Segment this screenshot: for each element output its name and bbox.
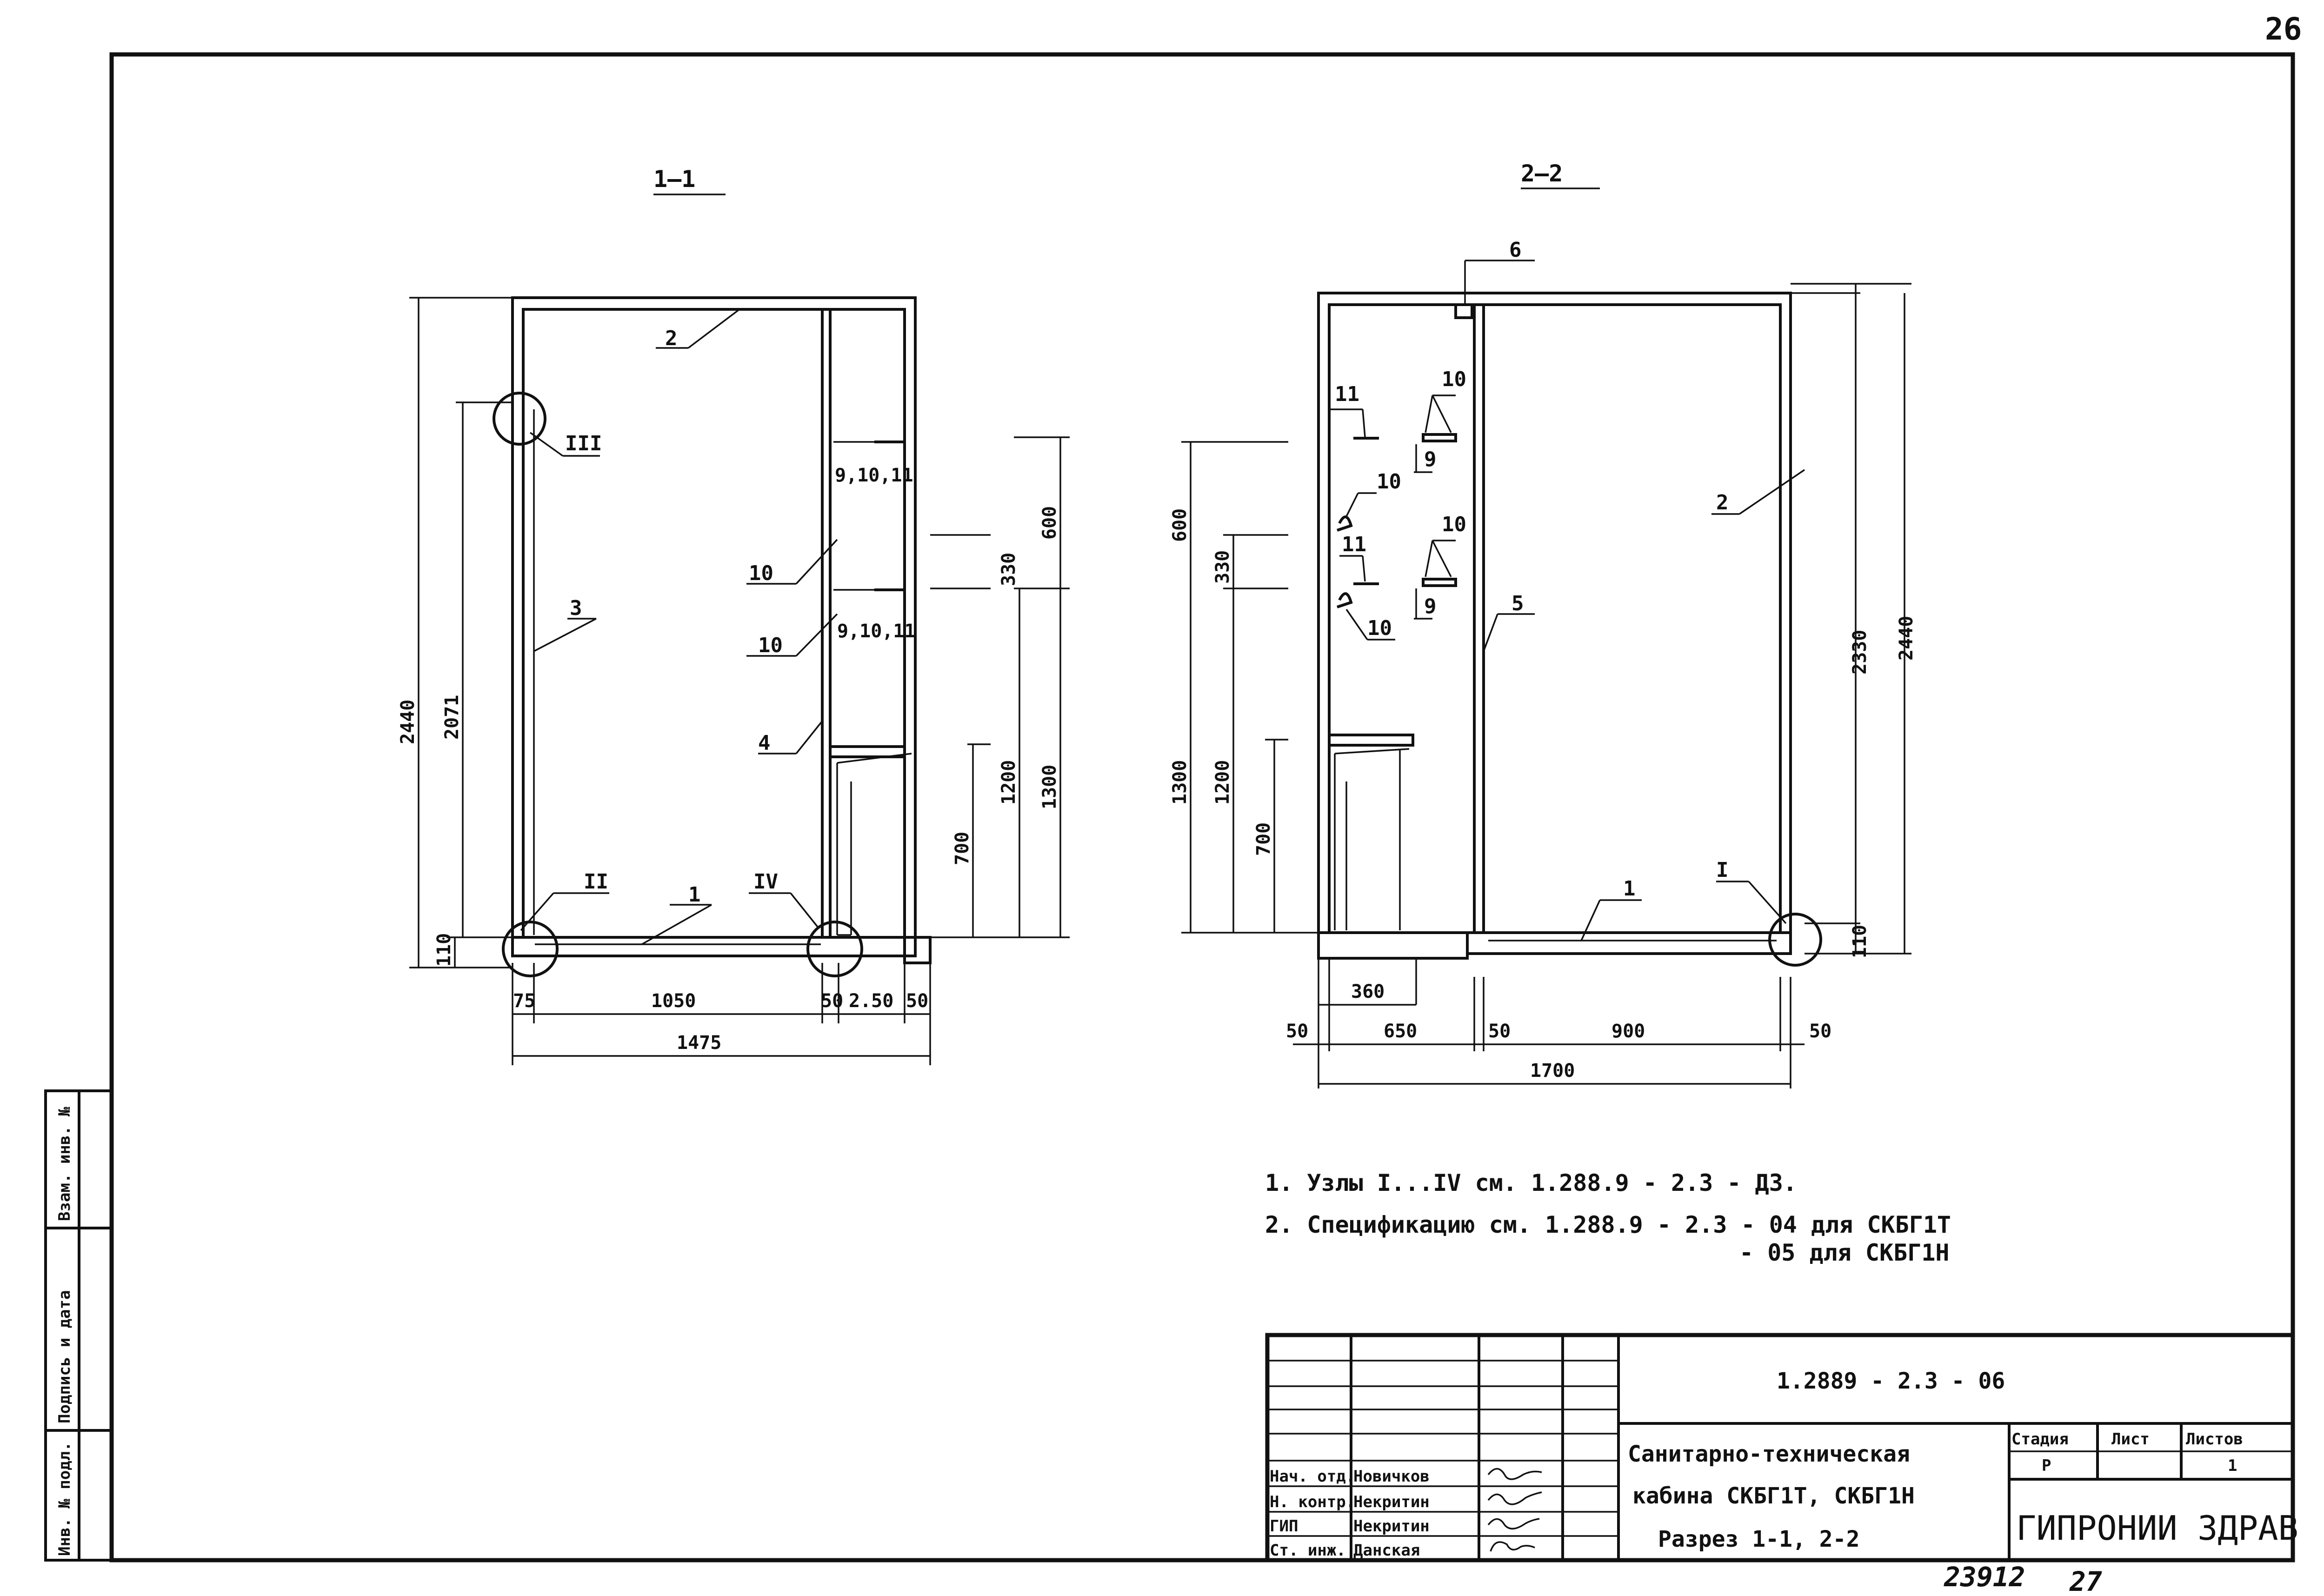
dim-700-right: 700 — [1253, 822, 1274, 856]
signature-3 — [1487, 1518, 1540, 1529]
label-2: 2 — [665, 327, 678, 350]
stamp-sign-date: Подпись и дата — [55, 1290, 74, 1423]
dim-360: 360 — [1351, 981, 1385, 1002]
dim-50-a: 50 — [821, 990, 843, 1012]
label-9-10-11-lower: 9,10,11 — [837, 621, 916, 642]
stamp-replace-inv: Взам. инв. № — [55, 1107, 74, 1221]
note-2: 2. Спецификацию см. 1.288.9 - 2.3 - 04 д… — [1265, 1211, 1951, 1238]
label-10d: 10 — [1377, 470, 1401, 494]
section-1-1-title: 1—1 — [653, 166, 695, 193]
section-2-2: 2—2 — [1169, 160, 1917, 1088]
signature-4 — [1490, 1541, 1535, 1552]
section-1-1: 1—1 — [397, 166, 1070, 1065]
stamp-num: 27 — [2069, 1566, 2102, 1596]
sheet-header: Лист — [2111, 1430, 2150, 1449]
dim-1300-right: 1300 — [1169, 760, 1191, 805]
staff-name-4: Данская — [1353, 1541, 1420, 1560]
dim-330-right: 330 — [1212, 550, 1233, 584]
label-6: 6 — [1509, 238, 1522, 262]
dim-50-e: 50 — [1809, 1021, 1831, 1042]
title-block: 1.2889 - 2.3 - 06 Санитарно-техническая … — [1265, 1333, 2298, 1563]
dim-75: 75 — [513, 990, 535, 1012]
staff-role-2: Н. контр. — [1270, 1493, 1355, 1511]
label-9b: 9 — [1424, 594, 1437, 618]
title-line-2: кабина СКБГ1Т, СКБГ1Н — [1632, 1483, 1915, 1509]
dim-1475: 1475 — [677, 1032, 721, 1054]
dim-50-b: 50 — [906, 990, 928, 1012]
node-IV: IV — [753, 870, 778, 894]
sheets-value: 1 — [2228, 1456, 2237, 1475]
stage-header: Стадия — [2011, 1430, 2069, 1449]
title-line-1: Санитарно-техническая — [1628, 1441, 1910, 1467]
signature-2 — [1487, 1491, 1542, 1505]
dim-1050: 1050 — [651, 990, 696, 1012]
dim-700-left: 700 — [952, 832, 973, 865]
dim-1200-right: 1200 — [1212, 760, 1233, 805]
dim-1300-left: 1300 — [1039, 765, 1060, 809]
doc-code: 1.2889 - 2.3 - 06 — [1777, 1368, 2005, 1394]
label-2-right: 2 — [1716, 491, 1729, 514]
dim-650: 650 — [1384, 1021, 1417, 1042]
dim-1200-left: 1200 — [998, 760, 1019, 805]
dim-110-left: 110 — [433, 933, 455, 967]
dim-250: 2.50 — [849, 990, 893, 1012]
label-11b: 11 — [1342, 533, 1366, 556]
dim-1700: 1700 — [1530, 1060, 1575, 1082]
section-2-2-title: 2—2 — [1521, 160, 1563, 187]
staff-name-3: Некритин — [1353, 1517, 1430, 1536]
sheets-header: Листов — [2186, 1430, 2243, 1449]
dim-600-right: 600 — [1169, 508, 1191, 542]
dim-50-c: 50 — [1286, 1021, 1308, 1042]
drawing-frame — [109, 52, 2295, 1563]
dim-50-d: 50 — [1488, 1021, 1511, 1042]
staff-name-2: Некритин — [1353, 1493, 1430, 1511]
title-line-3: Разрез 1-1, 2-2 — [1658, 1526, 1859, 1552]
dim-2440-right: 2440 — [1896, 616, 1917, 661]
label-4: 4 — [758, 731, 771, 755]
node-II: II — [584, 870, 608, 894]
dim-2330: 2330 — [1849, 630, 1871, 674]
dim-330-left: 330 — [998, 553, 1019, 586]
page-number: 26 — [2265, 11, 2302, 47]
node-I: I — [1716, 858, 1729, 882]
label-9-10-11-upper: 9,10,11 — [835, 465, 913, 486]
label-10c: 10 — [1442, 367, 1466, 391]
dim-900: 900 — [1611, 1021, 1645, 1042]
dim-2071: 2071 — [441, 695, 463, 740]
dim-600-left: 600 — [1039, 506, 1060, 540]
note-1: 1. Узлы I...IV см. 1.288.9 - 2.3 - Д3. — [1265, 1169, 1797, 1196]
label-10b: 10 — [758, 634, 783, 657]
label-10e: 10 — [1442, 513, 1466, 536]
label-1: 1 — [688, 883, 701, 907]
signature-1 — [1487, 1468, 1542, 1480]
stage-value: Р — [2042, 1456, 2051, 1475]
staff-name-1: Новичков — [1353, 1467, 1430, 1486]
staff-role-3: ГИП — [1270, 1517, 1298, 1536]
side-stamp: Инв. № подл. Подпись и дата Взам. инв. № — [44, 1089, 113, 1562]
staff-role-4: Ст. инж. — [1270, 1541, 1346, 1560]
label-9a: 9 — [1424, 447, 1437, 471]
stamp-code: 23912 — [1944, 1561, 2025, 1593]
note-3: - 05 для СКБГ1Н — [1739, 1239, 1950, 1266]
label-3: 3 — [570, 596, 582, 620]
label-10a: 10 — [749, 561, 773, 585]
dim-2440-left: 2440 — [397, 700, 419, 744]
staff-role-1: Нач. отд. — [1270, 1467, 1355, 1486]
label-11a: 11 — [1335, 382, 1359, 406]
label-1-right: 1 — [1623, 877, 1636, 901]
organization: ГИПРОНИИ ЗДРАВ — [2016, 1509, 2298, 1548]
notes: 1. Узлы I...IV см. 1.288.9 - 2.3 - Д3. 2… — [1265, 1169, 1951, 1266]
label-10f: 10 — [1367, 616, 1392, 640]
dim-110-right: 110 — [1849, 925, 1871, 958]
label-5: 5 — [1512, 592, 1524, 615]
stamp-inv-no: Инв. № подл. — [55, 1442, 74, 1556]
node-III: III — [565, 432, 602, 455]
